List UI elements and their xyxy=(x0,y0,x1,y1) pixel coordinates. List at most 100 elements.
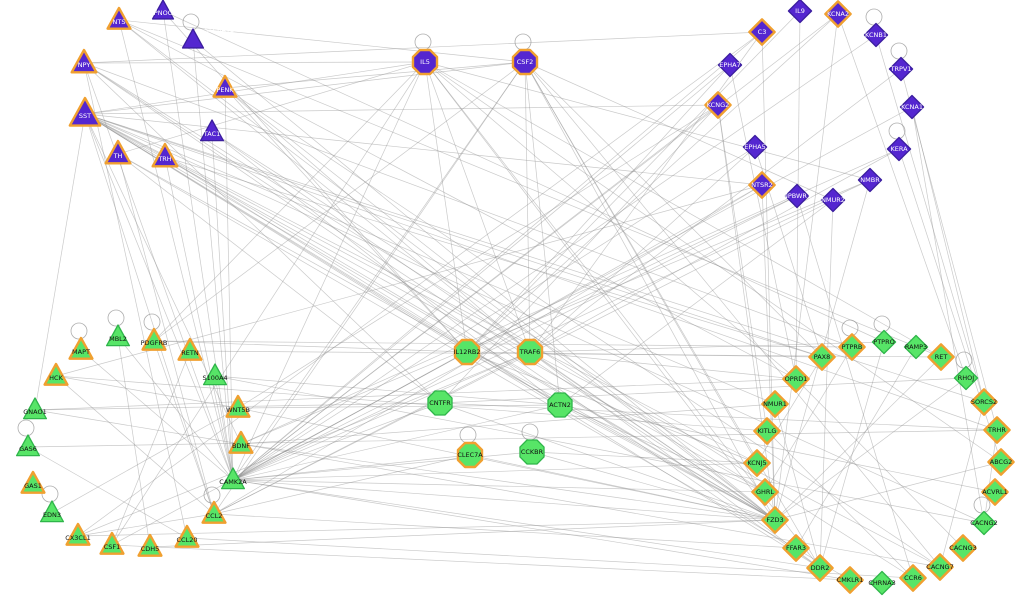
diamond-shape xyxy=(717,52,743,78)
node-CSF2[interactable]: CSF2 xyxy=(511,48,539,76)
node-GNAO1[interactable]: GNAO1 xyxy=(22,397,48,420)
self-loop xyxy=(143,313,161,331)
edge-line xyxy=(729,64,797,380)
node-NMUR1[interactable]: NMUR1 xyxy=(761,390,789,418)
node-HCK[interactable]: HCK xyxy=(43,362,69,386)
edge-line xyxy=(153,340,468,353)
triangle-shape xyxy=(104,139,132,165)
node-CCL20[interactable]: CCL20 xyxy=(174,524,200,548)
node-PNOC[interactable]: PNOC xyxy=(151,0,175,20)
node-KCNG2[interactable]: KCNG2 xyxy=(704,91,732,119)
node-MBL2[interactable]: MBL2 xyxy=(105,324,131,347)
node-MAPT[interactable]: MAPT xyxy=(68,336,94,360)
diamond-shape xyxy=(836,566,864,594)
diamond-shape xyxy=(970,388,998,416)
edge-line xyxy=(213,351,531,515)
triangle-shape xyxy=(105,324,131,347)
edge-line xyxy=(224,87,234,481)
node-IL5[interactable]: IL5 xyxy=(411,48,439,76)
node-CSF1[interactable]: CSF1 xyxy=(99,531,125,555)
node-CNTFR[interactable]: CNTFR xyxy=(427,390,453,416)
edge-line xyxy=(224,87,776,521)
node-ACTN2[interactable]: ACTN2 xyxy=(547,392,573,418)
edge-line xyxy=(795,378,964,549)
node-CACNG2[interactable]: CACNG2 xyxy=(970,510,998,536)
node-SST[interactable]: SST xyxy=(68,96,102,127)
node-EDN3[interactable]: EDN3 xyxy=(39,500,65,523)
self-loop xyxy=(41,485,59,503)
edge-line xyxy=(774,461,1002,521)
node-PDGFRB[interactable]: PDGFRB xyxy=(141,327,168,351)
edge-line xyxy=(466,351,776,521)
node-NPY[interactable]: NPY xyxy=(70,48,98,74)
edge-line xyxy=(84,113,763,186)
node-CACNG7[interactable]: CACNG7 xyxy=(926,553,954,581)
edge-line xyxy=(240,443,776,521)
diamond-shape xyxy=(782,534,810,562)
node-KCNA2[interactable]: KCNA2 xyxy=(824,0,852,28)
node-TRHR[interactable]: TRHR xyxy=(983,416,1011,444)
node-PTPRB[interactable]: PTPRB xyxy=(838,333,866,361)
edge-line xyxy=(27,446,188,539)
triangle-shape xyxy=(199,119,225,142)
node-RAMP3[interactable]: RAMP3 xyxy=(903,334,929,360)
node-KCNA1[interactable]: KCNA1 xyxy=(899,94,925,120)
diamond-shape xyxy=(949,534,977,562)
node-IL12RB2[interactable]: IL12RB2 xyxy=(453,338,481,366)
edge-line xyxy=(529,351,821,569)
octagon-shape xyxy=(453,338,481,366)
edge-line xyxy=(240,179,871,445)
node-CACNG3[interactable]: CACNG3 xyxy=(949,534,977,562)
node-SORCS2[interactable]: SORCS2 xyxy=(970,388,998,416)
node-CLEC7A[interactable]: CLEC7A xyxy=(456,441,484,469)
edge-line xyxy=(80,349,234,481)
node-PENK[interactable]: PENK xyxy=(212,74,238,98)
node-TRAF6[interactable]: TRAF6 xyxy=(516,338,544,366)
node-EPHA7[interactable]: EPHA7 xyxy=(717,52,743,78)
edge-line xyxy=(117,153,851,581)
triangle-shape xyxy=(68,336,94,360)
node-ABCG2[interactable]: ABCG2 xyxy=(987,448,1015,476)
node-RHOJ[interactable]: RHOJ xyxy=(953,365,979,391)
edge-line xyxy=(524,61,758,464)
edge-line xyxy=(214,375,561,406)
edge-line xyxy=(84,113,998,431)
edge-line xyxy=(211,131,561,406)
edge-line xyxy=(111,544,851,581)
edge-line xyxy=(84,113,985,524)
diamond-shape xyxy=(871,329,897,355)
node-NMBR[interactable]: NMBR xyxy=(857,167,883,193)
node-NTS[interactable]: NTS xyxy=(106,6,132,30)
node-GAS1[interactable]: GAS1 xyxy=(20,470,46,494)
node-BDNF[interactable]: BDNF xyxy=(228,430,254,454)
edge-line xyxy=(439,377,967,404)
octagon-shape xyxy=(411,48,439,76)
node-CCKBR[interactable]: CCKBR xyxy=(519,439,545,465)
node-KCNB1[interactable]: KCNB1 xyxy=(863,22,889,48)
node-ACVRL1[interactable]: ACVRL1 xyxy=(981,478,1009,506)
node-TH[interactable]: TH xyxy=(104,139,132,165)
edge-line xyxy=(162,10,234,481)
node-CDH5[interactable]: CDH5 xyxy=(137,533,163,557)
diamond-shape xyxy=(748,171,776,199)
edge-line xyxy=(774,356,942,521)
node-TRPV1[interactable]: TRPV1 xyxy=(888,56,914,82)
node-CHRNA3[interactable]: CHRNA3 xyxy=(868,570,896,596)
edge-layer xyxy=(27,10,1002,581)
diamond-shape xyxy=(761,390,789,418)
node-PTPRO[interactable]: PTPRO xyxy=(871,329,897,355)
node-TRH[interactable]: TRH xyxy=(151,142,179,168)
edge-line xyxy=(900,68,998,431)
edge-line xyxy=(192,39,234,481)
octagon-shape xyxy=(456,441,484,469)
edge-line xyxy=(559,404,996,493)
edge-line xyxy=(164,156,234,481)
edge-line xyxy=(153,61,426,342)
node-EPHA5[interactable]: EPHA5 xyxy=(742,134,768,160)
edge-line xyxy=(717,104,776,521)
edge-line xyxy=(424,61,797,380)
node-S100A4[interactable]: S100A4 xyxy=(202,363,228,386)
edge-line xyxy=(55,375,239,409)
node-CMKLR1[interactable]: CMKLR1 xyxy=(836,566,864,594)
node-GAS6[interactable]: GAS6 xyxy=(15,434,41,457)
